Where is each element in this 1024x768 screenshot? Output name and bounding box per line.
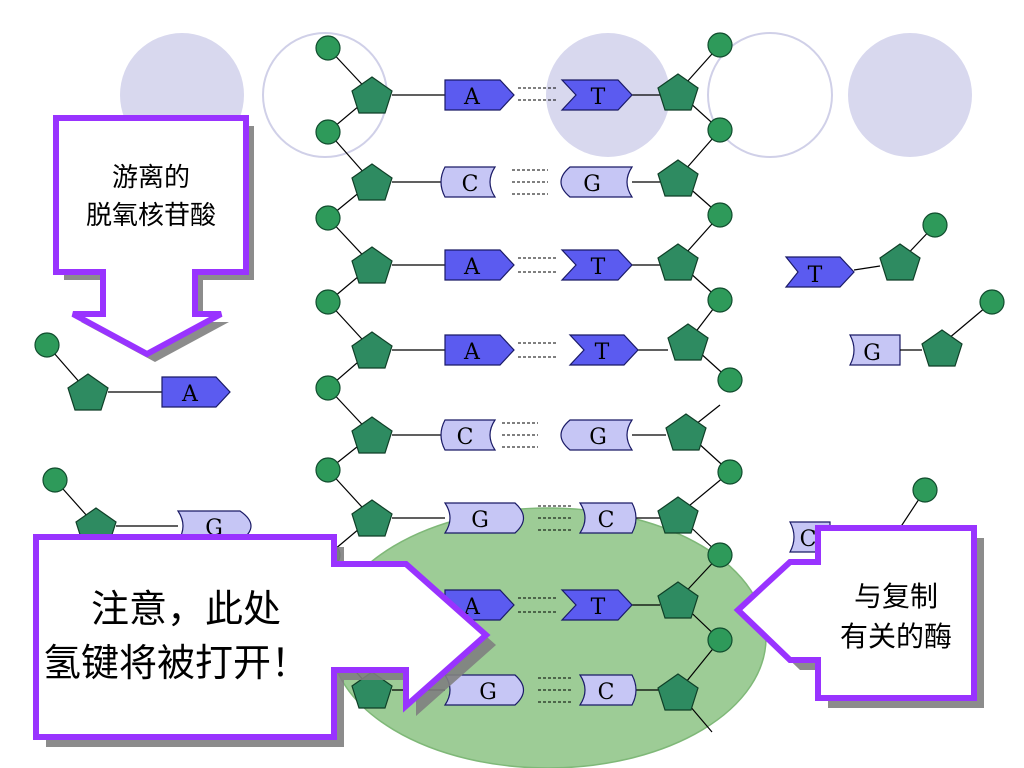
- svg-text:C: C: [598, 680, 615, 705]
- base-a: A: [444, 249, 515, 281]
- base-c: C: [578, 502, 637, 534]
- svg-text:T: T: [591, 595, 606, 620]
- base-t: T: [560, 79, 633, 111]
- free-nucleotide-g-left: G: [42, 467, 252, 545]
- svg-text:C: C: [598, 508, 615, 533]
- base-t: T: [568, 334, 639, 366]
- svg-text:T: T: [591, 255, 606, 280]
- svg-text:G: G: [479, 680, 497, 705]
- svg-text:A: A: [463, 595, 481, 620]
- svg-text:G: G: [583, 172, 601, 197]
- svg-text:脱氧核苷酸: 脱氧核苷酸: [86, 201, 216, 231]
- base-t: T: [560, 589, 633, 621]
- enzyme-callout: 与复制 有关的酶: [733, 525, 984, 708]
- svg-text:T: T: [591, 85, 606, 110]
- base-c: C: [440, 419, 497, 451]
- deco-circle: [848, 33, 972, 157]
- base-a: A: [444, 79, 515, 111]
- hydrogen-bond-note-callout: 注意，此处 氢键将被打开！: [33, 534, 496, 747]
- base-a: A: [444, 334, 515, 366]
- left-bases: A C A A C G A: [440, 79, 525, 706]
- svg-text:A: A: [463, 85, 481, 110]
- free-nucleotide-a: A: [34, 332, 231, 411]
- svg-text:C: C: [800, 527, 817, 552]
- base-g: G: [560, 419, 634, 451]
- base-g: G: [443, 502, 525, 534]
- svg-text:A: A: [181, 382, 199, 407]
- svg-text:C: C: [462, 172, 479, 197]
- free-nucleotide-g-right: G: [849, 289, 1005, 367]
- svg-text:G: G: [471, 508, 489, 533]
- svg-text:G: G: [863, 341, 881, 366]
- free-nucleotide-t-right: T: [784, 212, 948, 288]
- base-c: C: [578, 674, 637, 706]
- svg-text:C: C: [457, 425, 474, 450]
- base-t: T: [560, 249, 633, 281]
- right-bases: T G T T G C T C: [560, 79, 639, 706]
- svg-text:A: A: [463, 255, 481, 280]
- svg-text:与复制: 与复制: [854, 580, 938, 613]
- base-c: C: [440, 166, 497, 198]
- svg-text:注意，此处: 注意，此处: [91, 587, 281, 631]
- svg-text:G: G: [589, 425, 607, 450]
- svg-text:T: T: [808, 263, 823, 288]
- hydrogen-bonds: [502, 87, 572, 703]
- svg-text:T: T: [595, 340, 610, 365]
- svg-text:游离的: 游离的: [112, 163, 190, 193]
- base-g: G: [560, 166, 634, 198]
- svg-text:氢键将被打开！: 氢键将被打开！: [43, 641, 309, 685]
- deco-circle: [707, 32, 833, 158]
- svg-text:A: A: [463, 340, 481, 365]
- svg-text:有关的酶: 有关的酶: [840, 620, 952, 653]
- free-nucleotide-callout: 游离的 脱氧核苷酸: [53, 115, 254, 362]
